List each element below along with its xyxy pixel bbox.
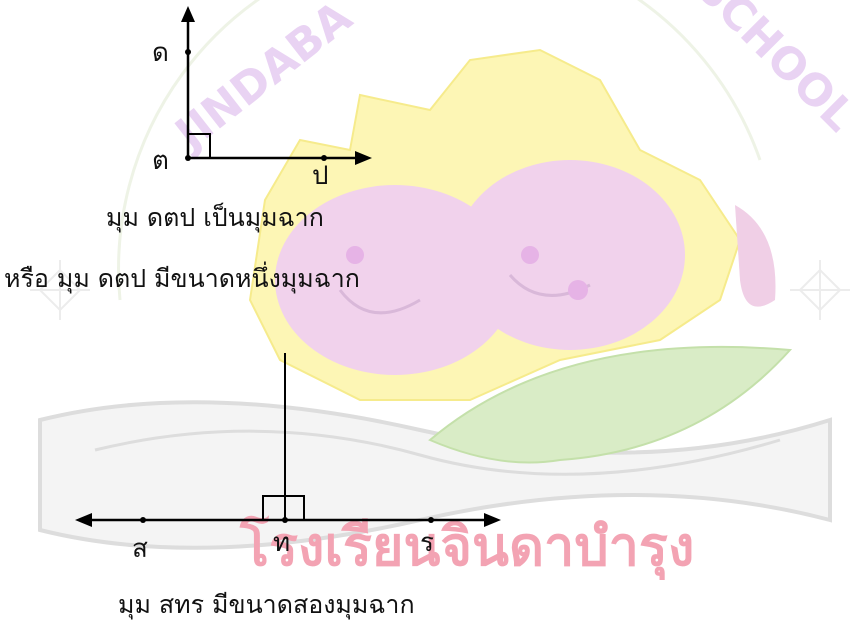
point-label-s: ส xyxy=(132,534,148,564)
arrowhead-right-icon xyxy=(484,513,501,527)
arrowhead-left-icon xyxy=(75,513,92,527)
point-label-p: ป xyxy=(312,161,329,191)
school-name-watermark: โรงเรียนจินดาบำรุง xyxy=(240,515,695,578)
point-label-r: ร xyxy=(420,528,434,558)
point-label-d: ด xyxy=(152,38,169,68)
point-p xyxy=(321,155,327,161)
point-t xyxy=(185,155,191,161)
right-angle-marker xyxy=(187,133,211,159)
caption-right-angle-size: หรือ มุม ดตป มีขนาดหนึ่งมุมฉาก xyxy=(4,264,360,293)
arrowhead-up-icon xyxy=(181,6,195,22)
right-angle-marker-right xyxy=(284,495,305,521)
point-label-t: ต xyxy=(152,146,169,176)
caption-right-angle: มุม ดตป เป็นมุมฉาก xyxy=(106,203,324,232)
point-label-th: ท xyxy=(273,528,291,558)
caption-straight-angle: มุม สทร มีขนาดสองมุมฉาก xyxy=(118,590,415,619)
right-angle-marker-left xyxy=(262,495,286,521)
point-th xyxy=(282,517,288,523)
point-r xyxy=(428,517,434,523)
point-s xyxy=(140,517,146,523)
point-d xyxy=(185,49,191,55)
arrowhead-right-icon xyxy=(355,151,372,165)
